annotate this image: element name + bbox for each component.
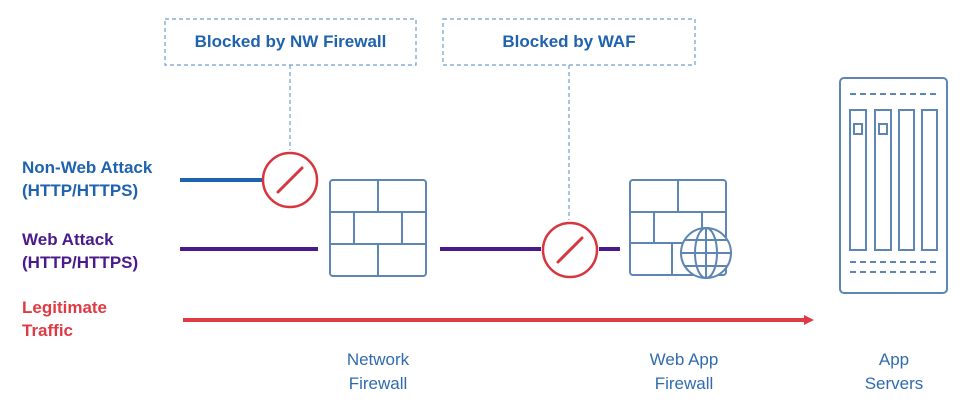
nw-firewall-callout-text: Blocked by NW Firewall [194,32,387,51]
globe-icon [680,227,732,279]
block-icon [261,151,319,209]
server-rack-icon [839,77,948,294]
network-firewall-caption: Network Firewall [346,350,410,393]
legitimate-traffic-label: Legitimate Traffic [22,298,108,340]
brick-wall-icon [629,179,727,276]
app-servers-caption: App Servers [864,350,924,393]
block-icon [541,221,599,279]
brick-wall-icon [329,179,427,277]
web-attack-label: Web Attack (HTTP/HTTPS) [22,230,139,272]
non-web-attack-label: Non-Web Attack (HTTP/HTTPS) [22,158,153,200]
waf-caption: Web App Firewall [649,350,719,393]
waf-callout-text: Blocked by WAF [502,32,636,51]
